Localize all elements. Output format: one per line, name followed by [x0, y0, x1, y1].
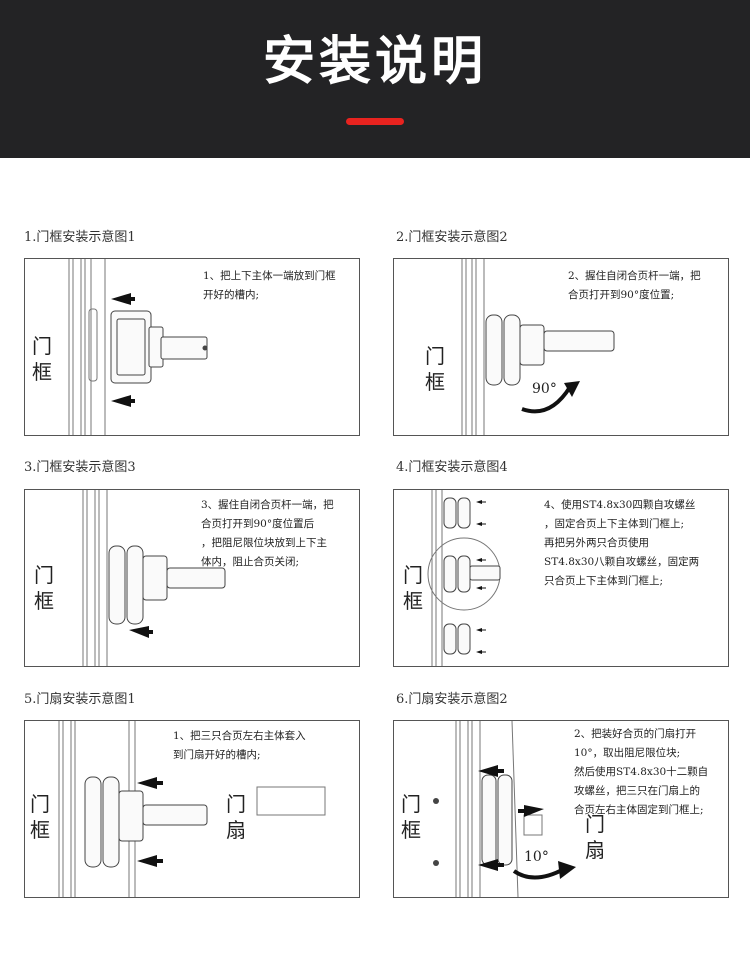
desc-line: ST4.8x30八颗自攻螺丝，固定两: [544, 556, 700, 568]
desc-line: 2、把装好合页的门扇打开: [574, 728, 697, 740]
frame-label: 门框: [425, 344, 445, 394]
desc-line: 然后使用ST4.8x30十二颗自: [574, 766, 709, 778]
angle-label: 90°: [532, 381, 557, 397]
step-4-title: 4.门框安装示意图4: [396, 460, 508, 475]
desc-line: 合页打开到90°度位置后: [201, 518, 315, 530]
step-5-title: 5.门扇安装示意图1: [24, 692, 136, 707]
step-2-title: 2.门框安装示意图2: [396, 230, 508, 245]
desc-line: 合页打开到90°度位置;: [568, 289, 675, 301]
desc-line: 1、把上下主体一端放到门框: [203, 270, 336, 282]
step-2-illustration: [461, 259, 615, 435]
desc-line: 攻螺丝，把三只在门扇上的: [574, 785, 700, 797]
step-6-illustration: [433, 721, 576, 897]
frame-label: 门框: [32, 334, 52, 384]
door-label: 门扇: [226, 792, 246, 842]
step-1-panel: 1、把上下主体一端放到门框 开好的槽内; 门框: [24, 258, 360, 436]
desc-line: ，固定合页上下主体到门框上;: [544, 518, 685, 530]
step-5-panel: 1、把三只合页左右主体套入 到门扇开好的槽内; 门框 门扇: [24, 720, 360, 898]
desc-line: 4、使用ST4.8x30四颗自攻螺丝: [544, 499, 696, 511]
frame-label: 门框: [30, 792, 50, 842]
step-1-title: 1.门框安装示意图1: [24, 230, 136, 245]
page-title: 安装说明: [262, 32, 487, 92]
step-3-illustration: [82, 490, 226, 666]
desc-line: 2、握住自闭合页杆一端，把: [568, 270, 701, 282]
desc-line: 体内，阻止合页关闭;: [201, 556, 300, 568]
step-6-panel: 2、把装好合页的门扇打开 10°，取出阻尼限位块; 然后使用ST4.8x30十二…: [393, 720, 729, 898]
step-5-illustration: [58, 721, 326, 897]
step-3-title: 3.门框安装示意图3: [24, 460, 136, 475]
step-3-panel: 3、握住自闭合页杆一端，把 合页打开到90°度位置后 ，把阻尼限位块放到上下主 …: [24, 489, 360, 667]
frame-label: 门框: [34, 563, 54, 613]
desc-line: 开好的槽内;: [203, 289, 260, 301]
step-1-description: 1、把上下主体一端放到门框 开好的槽内;: [203, 267, 336, 305]
step-1-illustration: [68, 259, 208, 435]
step-4-panel: 4、使用ST4.8x30四颗自攻螺丝 ，固定合页上下主体到门框上; 再把另外两只…: [393, 489, 729, 667]
header-banner: 安装说明: [0, 0, 750, 158]
step-4-description: 4、使用ST4.8x30四颗自攻螺丝 ，固定合页上下主体到门框上; 再把另外两只…: [544, 496, 699, 591]
step-2-description: 2、握住自闭合页杆一端，把 合页打开到90°度位置;: [568, 267, 701, 305]
angle-label: 10°: [524, 849, 549, 865]
desc-line: 1、把三只合页左右主体套入: [173, 730, 306, 742]
step-2-panel: 2、握住自闭合页杆一端，把 合页打开到90°度位置; 门框 90°: [393, 258, 729, 436]
desc-line: 再把另外两只合页使用: [544, 537, 649, 549]
desc-line: 只合页上下主体到门框上;: [544, 575, 664, 587]
desc-line: 到门扇开好的槽内;: [173, 749, 261, 761]
frame-label: 门框: [403, 563, 423, 613]
step-6-title: 6.门扇安装示意图2: [396, 692, 508, 707]
step-4-illustration: [427, 490, 501, 666]
title-underline: [346, 118, 404, 125]
step-3-description: 3、握住自闭合页杆一端，把 合页打开到90°度位置后 ，把阻尼限位块放到上下主 …: [201, 496, 334, 572]
step-5-description: 1、把三只合页左右主体套入 到门扇开好的槽内;: [173, 727, 306, 765]
step-6-description: 2、把装好合页的门扇打开 10°，取出阻尼限位块; 然后使用ST4.8x30十二…: [574, 725, 708, 820]
desc-line: 10°，取出阻尼限位块;: [574, 747, 681, 759]
desc-line: ，把阻尼限位块放到上下主: [201, 537, 327, 549]
desc-line: 合页左右主体固定到门框上;: [574, 804, 704, 816]
desc-line: 3、握住自闭合页杆一端，把: [201, 499, 334, 511]
door-label: 门扇: [585, 812, 605, 862]
frame-label: 门框: [401, 792, 421, 842]
